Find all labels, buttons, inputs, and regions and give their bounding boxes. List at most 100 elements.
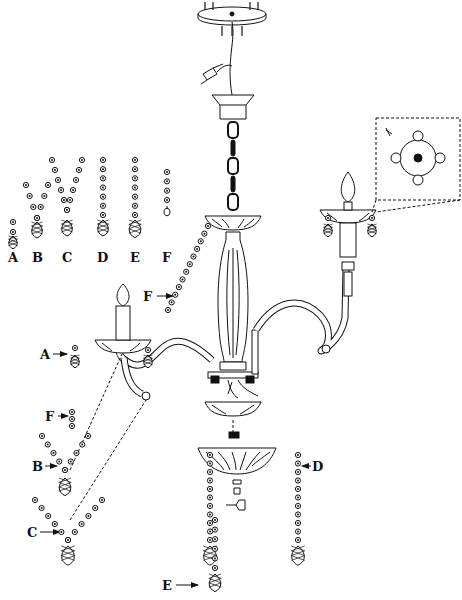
crystal-part	[72, 529, 77, 534]
crystal-part	[93, 505, 98, 510]
crystal-part	[189, 263, 191, 265]
crystal-part	[209, 454, 211, 456]
crystal-part	[51, 450, 56, 455]
crystal-part	[295, 478, 300, 483]
crystal-part	[209, 480, 211, 482]
crystal-part	[102, 168, 104, 170]
crystal-part	[100, 194, 105, 199]
crystal-part	[61, 197, 66, 202]
crystal-part	[164, 169, 169, 174]
crystal-part	[164, 188, 169, 193]
crystal-part	[38, 204, 43, 209]
crystal-part	[368, 227, 377, 230]
crystal-part	[71, 355, 80, 358]
crystal-part	[9, 242, 18, 245]
crystal-part	[101, 499, 103, 501]
crystal-part	[209, 574, 221, 578]
crystal-part	[98, 220, 109, 236]
crystal-part	[97, 220, 108, 224]
crystal-part	[99, 497, 104, 502]
crystal-part	[324, 230, 333, 233]
crystal-part	[73, 177, 78, 182]
crystal-part	[65, 537, 70, 542]
crystal-part	[202, 231, 207, 236]
crystal-part	[102, 196, 104, 198]
crystal-part	[87, 515, 89, 517]
crystal-part	[132, 176, 137, 181]
crystal-part	[209, 578, 221, 582]
crystal-part	[32, 497, 37, 502]
crystal-part	[164, 179, 169, 184]
crystal-part	[27, 193, 32, 198]
crystal-part	[31, 222, 42, 226]
crystal-part	[231, 140, 235, 156]
crystal-part	[207, 520, 212, 525]
crystal-part	[100, 157, 105, 162]
crystal-part	[228, 194, 238, 210]
crystal-part	[9, 236, 18, 239]
crystal-part	[81, 523, 83, 525]
crystal-part	[371, 217, 373, 219]
crystal-part	[41, 435, 43, 437]
callout-letter: F	[142, 290, 153, 303]
callout-letter: F	[44, 410, 55, 423]
callout-letter: A	[39, 348, 51, 361]
crystal-part	[31, 226, 42, 230]
crystal-part	[23, 182, 28, 187]
crystal-part	[61, 224, 72, 228]
crystal-part	[368, 224, 377, 227]
crystal-part	[144, 361, 153, 364]
crystal-part	[297, 488, 299, 490]
crystal-part	[166, 199, 168, 201]
crystal-part	[198, 239, 203, 244]
crystal-part	[214, 529, 216, 531]
crystal-part	[69, 409, 74, 414]
crystal-part	[43, 195, 45, 197]
crystal-part	[207, 478, 212, 483]
crystal-part	[295, 520, 300, 525]
crystal-part	[132, 185, 137, 190]
crystal-part	[100, 185, 105, 190]
crystal-part	[184, 269, 189, 274]
crystal-part	[53, 452, 55, 454]
callout-letter: B	[31, 460, 44, 473]
crystal-part	[34, 499, 36, 501]
crystal-part	[47, 515, 49, 517]
crystal-part	[74, 531, 76, 533]
crystal-part	[57, 459, 62, 464]
crystal-part	[295, 461, 300, 466]
crystal-part	[196, 248, 198, 250]
crystal-part	[129, 229, 141, 233]
crystal-part	[64, 469, 66, 471]
crystal-part	[61, 556, 74, 561]
crystal-part	[62, 467, 67, 472]
crystal-part	[295, 529, 300, 534]
crystal-part	[62, 467, 67, 472]
crystal-part	[74, 347, 76, 349]
crystal-part	[61, 551, 74, 556]
crystal-part	[45, 442, 50, 447]
crystal-part	[297, 531, 299, 533]
crystal-part	[166, 180, 168, 182]
crystal-part	[165, 307, 170, 312]
crystal-part	[47, 184, 49, 186]
crystal-part	[324, 224, 333, 227]
crystal-part	[41, 507, 43, 509]
crystal-part	[71, 425, 73, 427]
crystal-part	[85, 433, 90, 438]
crystal-part	[79, 521, 84, 526]
crystal-part	[169, 300, 174, 305]
crystal-part	[145, 347, 150, 352]
crystal-part	[207, 225, 209, 227]
crystal-part	[164, 197, 169, 202]
crystal-part	[212, 537, 217, 542]
crystal-part	[58, 187, 63, 192]
crystal-part	[79, 157, 84, 162]
callout-letter: D	[311, 460, 324, 473]
crystal-part	[102, 214, 104, 216]
crystal-part	[64, 207, 69, 212]
crystal-part	[325, 215, 330, 220]
crystal-part	[134, 205, 136, 207]
crystal-part	[61, 546, 74, 551]
crystal-part	[212, 565, 217, 570]
